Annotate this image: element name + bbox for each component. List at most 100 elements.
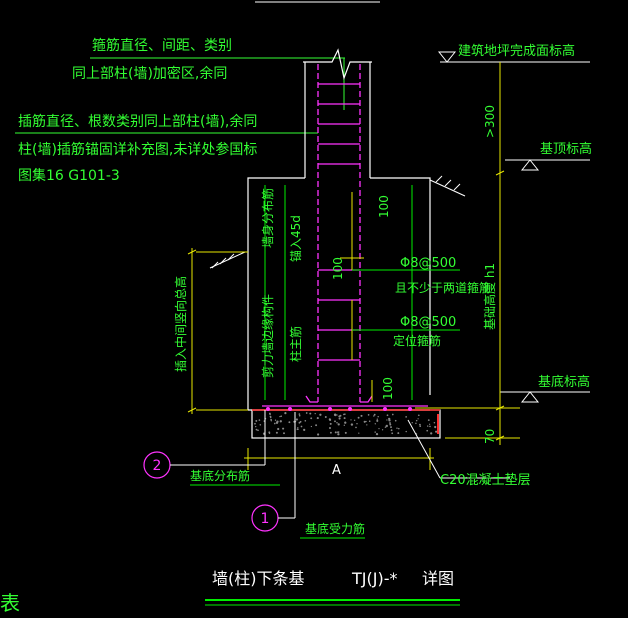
cushion-speckle bbox=[280, 415, 283, 418]
cushion-speckle bbox=[368, 420, 371, 422]
cushion-speckle bbox=[411, 422, 413, 424]
cushion-speckle bbox=[300, 425, 303, 428]
cushion-speckle bbox=[350, 419, 352, 421]
column-break-line bbox=[303, 48, 372, 81]
cushion-speckle bbox=[255, 428, 258, 431]
dowel-note-line1: 插筋直径、根数类别同上部柱(墙),余同 bbox=[18, 113, 257, 130]
cushion-speckle bbox=[315, 424, 318, 427]
cushion-speckle bbox=[381, 429, 384, 431]
cushion-speckle bbox=[396, 427, 398, 429]
bar-dot bbox=[383, 407, 387, 411]
inner-dimensions bbox=[187, 192, 434, 470]
cushion-speckle bbox=[367, 414, 370, 416]
cushion-speckle bbox=[343, 417, 346, 420]
cushion-speckle bbox=[333, 413, 337, 416]
dowel-note-line2: 柱(墙)插筋锚固详补充图,未详处参国标 bbox=[18, 141, 257, 158]
bar-dot bbox=[288, 407, 292, 411]
cushion-speckle bbox=[343, 413, 345, 416]
insert-dim-tick-top bbox=[187, 249, 197, 255]
cushion-speckle bbox=[391, 432, 394, 435]
cushion-speckle bbox=[298, 413, 301, 415]
cushion-speckle bbox=[279, 416, 281, 418]
cushion-speckle bbox=[427, 419, 430, 421]
cushion-speckle bbox=[310, 425, 313, 428]
cushion-speckle bbox=[405, 430, 407, 433]
cushion-speckle bbox=[427, 425, 429, 427]
insert-note-label: 插入中间竖向总高 bbox=[173, 276, 188, 372]
dim-100c-label: 100 bbox=[381, 377, 395, 400]
cushion-speckle bbox=[433, 422, 436, 424]
cushion-speckle bbox=[391, 413, 394, 416]
cushion-speckle bbox=[258, 419, 261, 421]
stirrup-2-note: 定位箍筋 bbox=[393, 333, 441, 348]
dim-300-label: >300 bbox=[483, 105, 497, 138]
cushion-speckle bbox=[374, 431, 376, 433]
elevation-bottom-label: 基底标高 bbox=[538, 374, 590, 390]
cushion-speckle bbox=[356, 422, 358, 425]
cushion-speckle bbox=[376, 419, 379, 422]
wall-dist-label: 墙身分布筋 bbox=[260, 188, 275, 248]
cushion-speckle bbox=[288, 421, 291, 424]
cushion-speckle bbox=[324, 416, 327, 418]
soil-hatch-right-1 bbox=[435, 175, 443, 183]
cushion-speckle bbox=[270, 416, 272, 419]
cushion-speckle bbox=[338, 415, 341, 418]
cushion-speckle bbox=[429, 425, 431, 428]
cushion-speckle bbox=[344, 421, 347, 424]
cushion-speckle bbox=[394, 419, 397, 422]
cushion-speckle bbox=[309, 412, 312, 415]
cushion-speckle bbox=[329, 427, 331, 429]
cushion-speckle bbox=[358, 432, 360, 434]
column-main-label: 柱主筋 bbox=[288, 326, 303, 362]
bubble-2-number: 2 bbox=[153, 458, 162, 474]
shear-wall-label: 剪力墙边缘构件 bbox=[260, 294, 275, 378]
cushion-speckle bbox=[255, 425, 257, 428]
cushion-speckle bbox=[378, 427, 380, 430]
soil-hatch-left-1 bbox=[211, 261, 219, 269]
cushion-speckle bbox=[298, 414, 301, 417]
cushion-speckle bbox=[296, 428, 299, 431]
cushion-speckle bbox=[375, 432, 379, 436]
elevation-bottom-marker bbox=[520, 391, 540, 403]
soil-hatch-left-3 bbox=[227, 253, 235, 261]
cushion-speckle bbox=[273, 422, 276, 425]
cushion-label: C20混凝土垫层 bbox=[440, 472, 531, 488]
soil-hatch-left-line bbox=[209, 251, 246, 269]
cushion-speckle bbox=[336, 421, 338, 424]
cushion-speckle bbox=[350, 423, 354, 426]
elevation-bottom: 基底标高 bbox=[500, 374, 590, 403]
cushion-speckle bbox=[389, 423, 392, 426]
callout-2: 2 基底分布筋 bbox=[143, 410, 280, 486]
cushion-speckle bbox=[377, 415, 379, 418]
soil-hatch-left-2 bbox=[219, 257, 227, 265]
stirrup-2-label: Φ8@500 bbox=[400, 315, 456, 330]
depth-label: 基础高度 h1 bbox=[482, 263, 497, 330]
cushion-speckle bbox=[257, 429, 259, 432]
bar-hook-right bbox=[360, 395, 373, 403]
cushion-speckle bbox=[284, 412, 287, 415]
cushion-speckle bbox=[384, 426, 387, 428]
corner-text-fragment: 表 bbox=[0, 591, 20, 615]
soil-hatch-right-line bbox=[429, 179, 466, 197]
dowel-note-line3: 图集16 G101-3 bbox=[18, 167, 120, 184]
cushion-speckle bbox=[297, 427, 299, 429]
bar-dot bbox=[348, 407, 352, 411]
dim-70-label: 70 bbox=[483, 429, 497, 444]
cushion-speckle bbox=[254, 422, 256, 425]
cushion-speckle bbox=[435, 430, 438, 433]
elevation-top-label: 基顶标高 bbox=[540, 141, 592, 157]
cushion-speckle bbox=[338, 431, 340, 433]
cushion-speckle bbox=[373, 413, 376, 416]
stirrup-1-note: 且不少于两道箍筋 bbox=[395, 280, 491, 295]
bar-hook-left bbox=[305, 395, 318, 403]
soil-hatch-right-3 bbox=[453, 183, 461, 191]
right-dimensions: >300 基础高度 h1 70 bbox=[415, 62, 520, 445]
cushion-speckle bbox=[304, 420, 307, 422]
cushion-speckle bbox=[310, 417, 313, 420]
cushion-speckle bbox=[269, 413, 271, 416]
cushion-speckle bbox=[317, 433, 320, 436]
cushion-speckle bbox=[390, 429, 393, 432]
elevation-top: 基顶标高 bbox=[505, 141, 592, 171]
cushion-speckle bbox=[259, 424, 262, 426]
